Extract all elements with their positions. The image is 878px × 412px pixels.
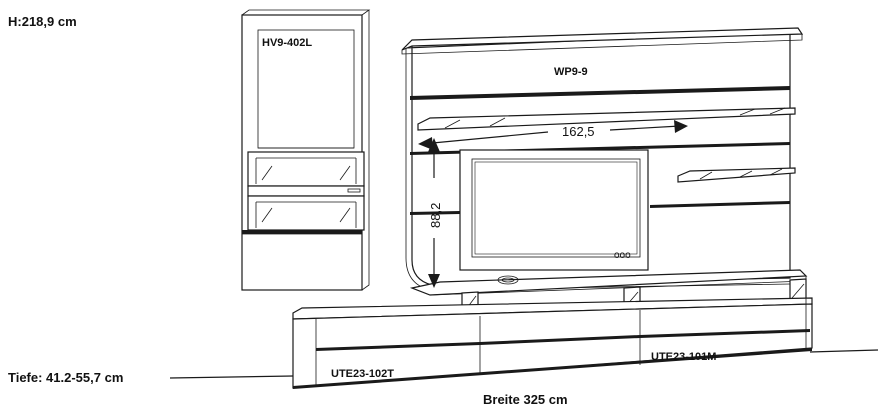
tv xyxy=(459,149,649,285)
wall-panel-model-label: WP9-9 xyxy=(554,66,588,78)
right-lowboard-model-label: UTE23-101M xyxy=(651,351,716,363)
height-dimension xyxy=(428,138,440,288)
width-dimension-label: 162,5 xyxy=(562,124,595,139)
lowboards xyxy=(292,278,813,389)
cabinet-model-label: HV9-402L xyxy=(262,37,312,49)
hanging-cabinet xyxy=(241,9,371,291)
floor-line-right xyxy=(809,349,878,353)
floor-line-left xyxy=(169,375,294,379)
height-dimension-label: 88,2 xyxy=(428,203,443,228)
height-label: H:218,9 cm xyxy=(8,14,77,29)
left-lowboard-model-label: UTE23-102T xyxy=(331,368,394,380)
depth-label: Tiefe: 41.2-55,7 cm xyxy=(8,370,123,385)
tv-buttons: ooo xyxy=(614,250,631,261)
width-dimension xyxy=(418,120,688,150)
breite-label: Breite 325 cm xyxy=(483,392,568,407)
